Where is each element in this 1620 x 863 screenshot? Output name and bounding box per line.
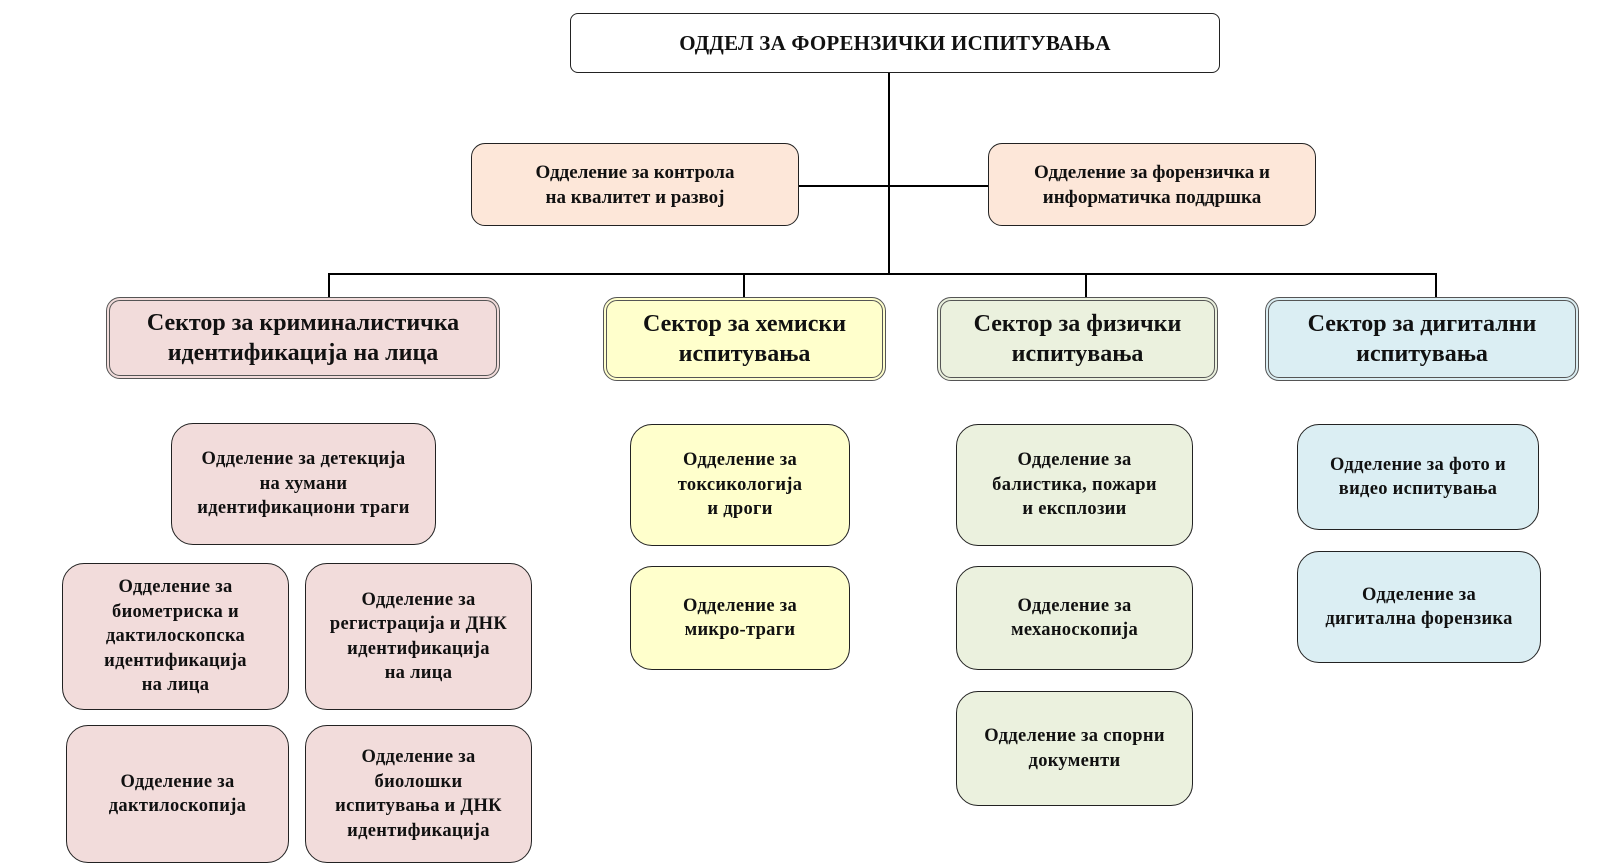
connector-staff-left [799, 185, 889, 187]
unit-disputed-documents: Одделение за спорни документи [956, 691, 1193, 806]
sector-chemical-testing: Сектор за хемиски испитувања [603, 297, 886, 381]
unit-photo-video-testing: Одделение за фото и видео испитувања [1297, 424, 1539, 530]
unit-dactyloscopy: Одделение за дактилоскопија [66, 725, 289, 863]
connector-root-trunk [888, 72, 890, 275]
connector-sector-bus [328, 273, 1437, 275]
sector-physical-testing: Сектор за физички испитувања [937, 297, 1218, 381]
unit-toxicology-drugs: Одделение за токсикологија и дроги [630, 424, 850, 546]
root-department-box: ОДДЕЛ ЗА ФОРЕНЗИЧКИ ИСПИТУВАЊА [570, 13, 1220, 73]
sector-digital-testing: Сектор за дигитални испитувања [1265, 297, 1579, 381]
connector-sector-4 [1435, 273, 1437, 297]
connector-sector-3 [1085, 273, 1087, 297]
unit-biometric-dactyloscopic-identification: Одделение за биометриска и дактилоскопск… [62, 563, 289, 710]
unit-registration-dna-identification: Одделение за регистрација и ДНК идентифи… [305, 563, 532, 710]
unit-mechanoscopy: Одделение за механоскопија [956, 566, 1193, 670]
connector-sector-1 [328, 273, 330, 297]
staff-unit-quality-control: Одделение за контрола на квалитет и разв… [471, 143, 799, 226]
unit-digital-forensics: Одделение за дигитална форензика [1297, 551, 1541, 663]
unit-human-trace-detection: Одделение за детекција на хумани идентиф… [171, 423, 436, 545]
connector-sector-2 [743, 273, 745, 297]
unit-ballistics-fires-explosions: Одделение за балистика, пожари и експлоз… [956, 424, 1193, 546]
staff-unit-forensic-it-support: Одделение за форензичка и информатичка п… [988, 143, 1316, 226]
unit-biological-testing-dna: Одделение за биолошки испитувања и ДНК и… [305, 725, 532, 863]
connector-staff-right [889, 185, 988, 187]
sector-criminalistic-identification: Сектор за криминалистичка идентификација… [106, 297, 500, 379]
unit-micro-traces: Одделение за микро-траги [630, 566, 850, 670]
